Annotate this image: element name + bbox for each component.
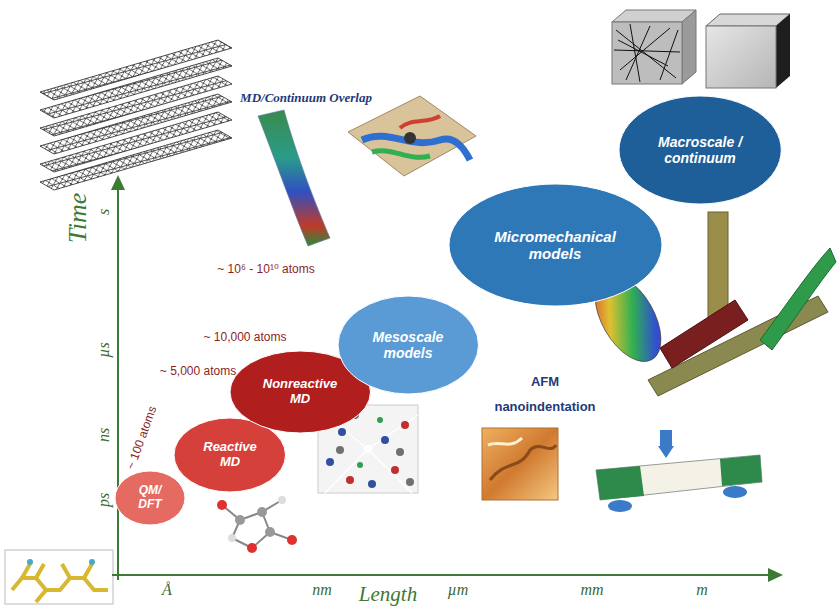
atomic-lattice [40, 40, 232, 190]
axis-tick: ps [95, 493, 113, 507]
crack-plate [348, 96, 476, 176]
axis-tick: µs [95, 342, 113, 357]
axis-tick: nm [312, 581, 332, 599]
scale-ellipse: Macroscale / continuum [618, 95, 782, 205]
overlap-ribbon [258, 110, 330, 246]
scale-ellipse: Mesoscale models [337, 295, 480, 395]
molecule [217, 496, 297, 553]
axis-title: Time [64, 193, 93, 244]
section-label: MD/Continuum Overlap [240, 91, 372, 105]
atom-count: ~ 5,000 atoms [160, 365, 236, 378]
axis-tick: ns [95, 428, 113, 442]
axis-tick: mm [580, 581, 603, 599]
microstructure-cubes [612, 10, 790, 88]
scale-ellipse: Micromechanical models [448, 183, 663, 307]
scale-name: Macroscale / continuum [648, 134, 753, 166]
axis-tick: Å [162, 581, 172, 599]
scale-ellipse: QM/ DFT [114, 470, 186, 526]
dft-structure [5, 550, 113, 604]
axes [111, 175, 783, 582]
scale-name: Mesoscale models [363, 329, 453, 361]
scale-name: Micromechanical models [485, 228, 625, 263]
scale-name: Nonreactive MD [255, 377, 345, 407]
atom-count: ~ 100 atoms [124, 405, 159, 472]
atom-count: ~ 10⁶ - 10¹⁰ atoms [217, 263, 314, 276]
afm-image [482, 428, 558, 500]
atom-count: ~ 10,000 atoms [203, 331, 286, 344]
axis-tick: µm [448, 581, 469, 599]
scale-name: Reactive MD [195, 440, 265, 470]
axis-tick: m [696, 581, 708, 599]
scale-name: QM/ DFT [130, 484, 170, 512]
method-label: AFM nanoindentation [486, 370, 604, 419]
axis-tick: s [95, 209, 113, 215]
indentation-beam [596, 430, 762, 512]
axis-title: Length [359, 584, 417, 605]
